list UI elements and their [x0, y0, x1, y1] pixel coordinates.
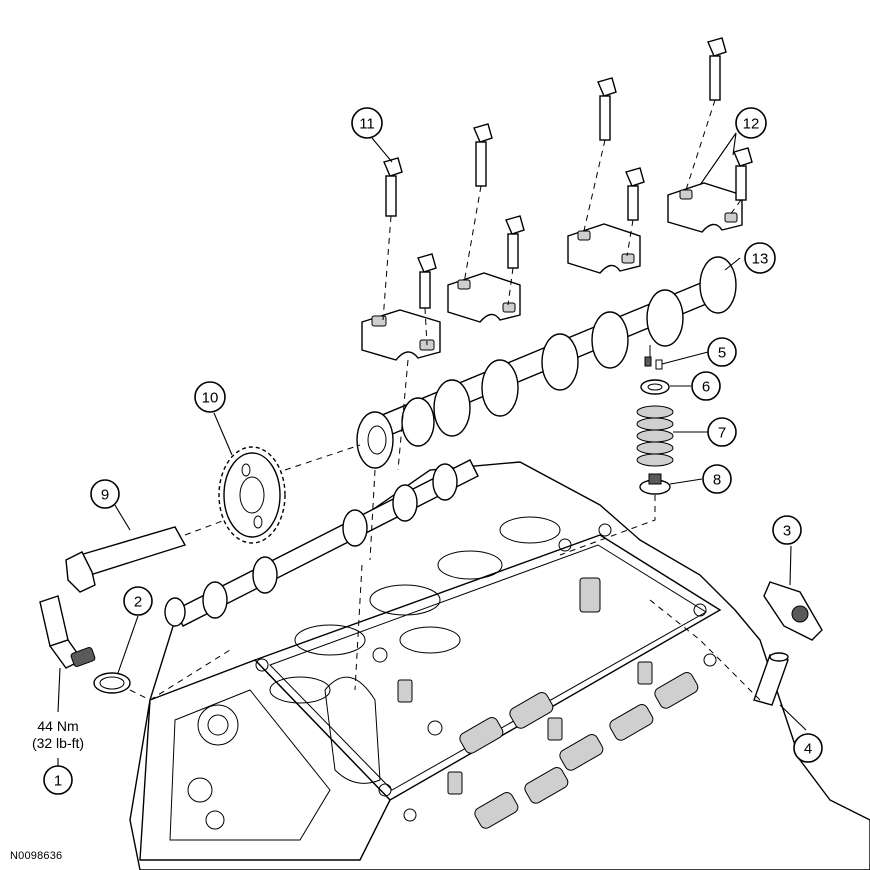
torque-specification: 44 Nm (32 lb-ft) [28, 718, 88, 752]
valve-stem-seal [639, 473, 671, 495]
valve-keepers [644, 345, 663, 370]
torque-metric: 44 Nm [37, 718, 79, 734]
installed-valve-springs [397, 577, 653, 795]
spring-retainer [640, 379, 670, 395]
callout-10: 10 [194, 381, 226, 413]
cylinder-head-assembly [129, 461, 870, 870]
bearing-cap-bolts [383, 37, 753, 309]
callout-13-label: 13 [752, 251, 769, 268]
callout-1-label: 1 [54, 773, 62, 790]
callout-12: 12 [735, 107, 767, 139]
callout-10-label: 10 [202, 390, 219, 407]
callout-3-label: 3 [783, 523, 791, 540]
figure-id: N0098636 [10, 850, 63, 862]
head-bolt-bosses [255, 523, 717, 822]
bolt [733, 147, 753, 201]
installed-camshaft [164, 459, 479, 627]
callout-9: 9 [90, 479, 120, 509]
bolt [707, 37, 727, 101]
callout-13: 13 [744, 242, 776, 274]
bolt [597, 77, 617, 141]
callout-7-label: 7 [718, 425, 726, 442]
callout-6-label: 6 [702, 379, 710, 396]
roller-followers [459, 672, 699, 829]
callout-7: 7 [707, 417, 737, 447]
bolt [473, 123, 493, 187]
vct-oil-control-valve [39, 595, 96, 669]
bolt [417, 253, 437, 309]
callout-2-label: 2 [134, 594, 142, 611]
valve-spring [636, 405, 674, 467]
callout-1: 1 [43, 765, 73, 795]
callout-3: 3 [772, 515, 802, 545]
callout-11-label: 11 [359, 116, 375, 133]
callout-2: 2 [123, 586, 153, 616]
o-ring-seal [93, 672, 131, 694]
bolt [383, 157, 403, 217]
callout-4: 4 [793, 733, 823, 763]
leader-lines [57, 132, 807, 780]
sprocket-bolt [65, 519, 226, 593]
camshaft-bearing-caps [361, 182, 743, 361]
camshaft [356, 256, 737, 469]
callout-12-label: 12 [743, 116, 760, 133]
torque-imperial: (32 lb-ft) [31, 735, 85, 751]
callout-11: 11 [351, 107, 383, 139]
callout-5-label: 5 [718, 345, 726, 362]
bolt-alignment-lines [354, 99, 742, 691]
bolt [625, 167, 645, 221]
callout-4-label: 4 [804, 741, 812, 758]
camshaft-sprocket [218, 444, 361, 544]
callout-8: 8 [702, 464, 732, 494]
callout-8-label: 8 [713, 472, 721, 489]
roller-follower [763, 581, 823, 641]
callout-5: 5 [707, 337, 737, 367]
intake-ports [269, 516, 561, 704]
lash-adjuster [753, 652, 789, 706]
bolt [505, 215, 525, 269]
callout-9-label: 9 [101, 487, 109, 504]
callout-6: 6 [691, 371, 721, 401]
